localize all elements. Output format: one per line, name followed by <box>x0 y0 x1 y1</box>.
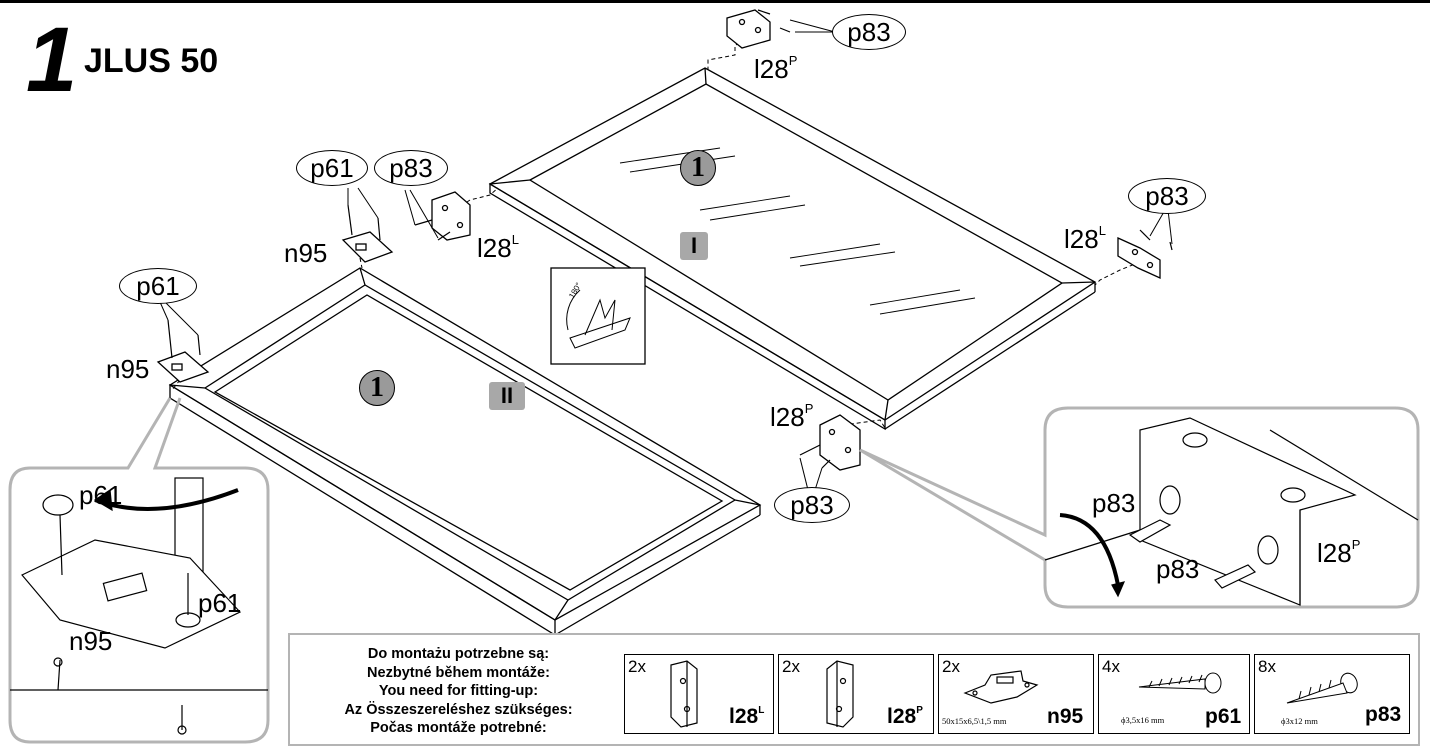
frame-label-I: I <box>680 232 708 260</box>
label-n95-left: n95 <box>106 354 150 384</box>
callout-p83-mid: p83 <box>374 150 448 186</box>
instruction-line: You need for fitting-up: <box>378 683 539 699</box>
callout-p61-mid: p61 <box>296 150 368 186</box>
part-qty: 2x <box>942 657 960 676</box>
fitting-instructions: Do montażu potrzebne są: Nezbytné během … <box>296 645 621 738</box>
part-name: l28L <box>729 705 765 728</box>
zoom-right-p83-b: p83 <box>1156 554 1200 584</box>
instruction-line: Az Összeszereléshez szükséges: <box>344 701 573 718</box>
label-l28p-top: l28P <box>754 53 798 84</box>
part-dims: ϕ3x12 mm <box>1281 716 1318 726</box>
callout-p61-left: p61 <box>119 268 197 304</box>
zoom-right-l28: l28P <box>1317 537 1361 568</box>
zoom-right-frame <box>859 406 1420 609</box>
part-name: p61 <box>1205 705 1242 728</box>
instruction-line: Počas montáže potrebné: <box>370 720 547 736</box>
zoom-right-p83-a: p83 <box>1092 488 1136 518</box>
callout-p83-top: p83 <box>832 14 906 50</box>
label-l28l-right: l28L <box>1064 223 1106 254</box>
part-cell-l28l: 2x l28L <box>624 654 774 734</box>
bracket-top <box>726 9 771 49</box>
top-rule <box>0 0 1430 3</box>
screw-p83-icon <box>1286 672 1358 704</box>
step-number: 1 <box>26 9 78 111</box>
part-dims: 50x15x6,5\1,5 mm <box>942 716 1007 726</box>
part-name: l28P <box>887 705 923 728</box>
part-cell-p83: 8x ϕ3x12 mm p83 <box>1254 654 1410 734</box>
bracket-bottom <box>819 414 861 471</box>
zoom-left-frame <box>8 397 270 744</box>
rotation-inset <box>550 267 646 365</box>
label-l28l-mid: l28L <box>477 232 519 263</box>
instruction-line: Nezbytné během montáže: <box>367 664 550 681</box>
bracket-l-icon <box>670 660 698 728</box>
part-qty: 2x <box>628 657 646 676</box>
frame-I-outer <box>488 67 1097 421</box>
callout-p83-right: p83 <box>1128 178 1206 214</box>
screw-p61-icon <box>1138 672 1222 694</box>
plate-left <box>156 351 210 383</box>
part-cell-n95: 2x 50x15x6,5\1,5 mm n95 <box>938 654 1094 734</box>
part-dims: ϕ3,5x16 mm <box>1121 715 1165 725</box>
glass-reflections <box>619 147 976 315</box>
zoom-left-p61-a: p61 <box>79 480 123 510</box>
bracket-p-icon <box>826 660 854 728</box>
part-cell-p61: 4x ϕ3,5x16 mm p61 <box>1098 654 1250 734</box>
frame-marker-bottom: 1 <box>359 370 395 406</box>
part-qty: 4x <box>1102 657 1120 676</box>
part-name: n95 <box>1047 705 1084 728</box>
screws-small <box>167 9 1173 469</box>
frame-marker-top: 1 <box>680 150 716 186</box>
instruction-line: Do montażu potrzebne są: <box>367 646 550 662</box>
part-qty: 2x <box>782 657 800 676</box>
plate-icon <box>963 670 1039 704</box>
label-l28p-bottom: l28P <box>770 401 814 432</box>
callout-p83-bottom: p83 <box>774 487 850 523</box>
part-cell-l28p: 2x l28P <box>778 654 934 734</box>
label-n95-mid: n95 <box>284 238 328 268</box>
zoom-left-n95: n95 <box>69 626 113 656</box>
zoom-left-p61-b: p61 <box>198 588 242 618</box>
bracket-mid <box>431 191 471 241</box>
step-title: JLUS 50 <box>84 42 219 80</box>
frame-label-II: II <box>489 382 525 410</box>
part-name: p83 <box>1365 703 1402 726</box>
part-qty: 8x <box>1258 657 1276 676</box>
plate-mid <box>341 231 394 263</box>
bracket-right <box>1117 236 1161 280</box>
